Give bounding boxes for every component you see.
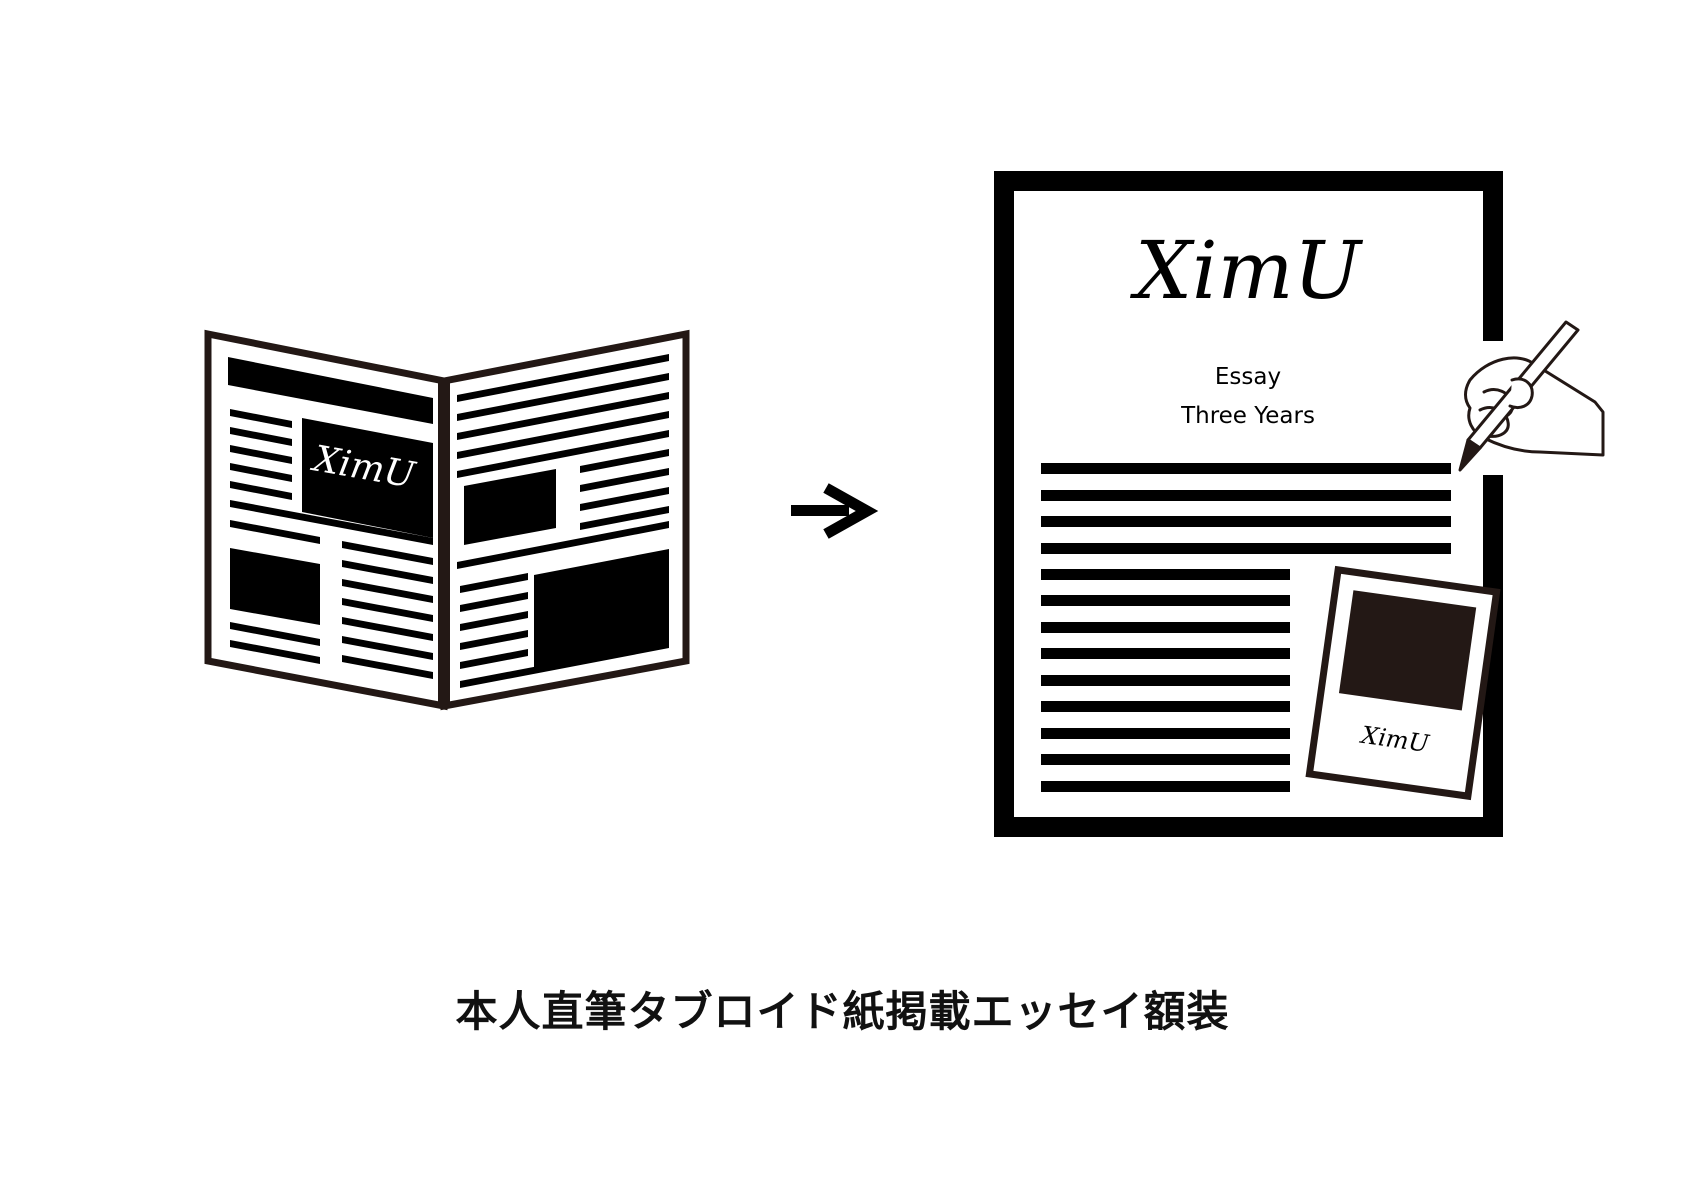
- hand-pen-icon: [1458, 320, 1605, 472]
- polaroid-photo-icon: XimU: [1305, 565, 1501, 801]
- essay-title: Three Years: [1180, 403, 1315, 429]
- newspaper-right-photo: [534, 549, 669, 668]
- newspaper-right-block: [464, 469, 556, 545]
- newspaper-lower-block: [230, 548, 320, 625]
- newspaper-photo-block: [302, 418, 433, 538]
- essay-label: Essay: [1215, 364, 1281, 390]
- newspaper-header-bar: [228, 357, 433, 424]
- arrow-right-icon: [791, 483, 879, 539]
- essay-text-lines: [1041, 463, 1451, 792]
- caption: 本人直筆タブロイド紙掲載エッセイ額装: [455, 987, 1230, 1036]
- newspaper-icon: XimU: [204, 329, 690, 711]
- frame-signature: XimU: [1129, 224, 1363, 317]
- framed-essay-icon: XimU Essay Three Years: [994, 171, 1503, 837]
